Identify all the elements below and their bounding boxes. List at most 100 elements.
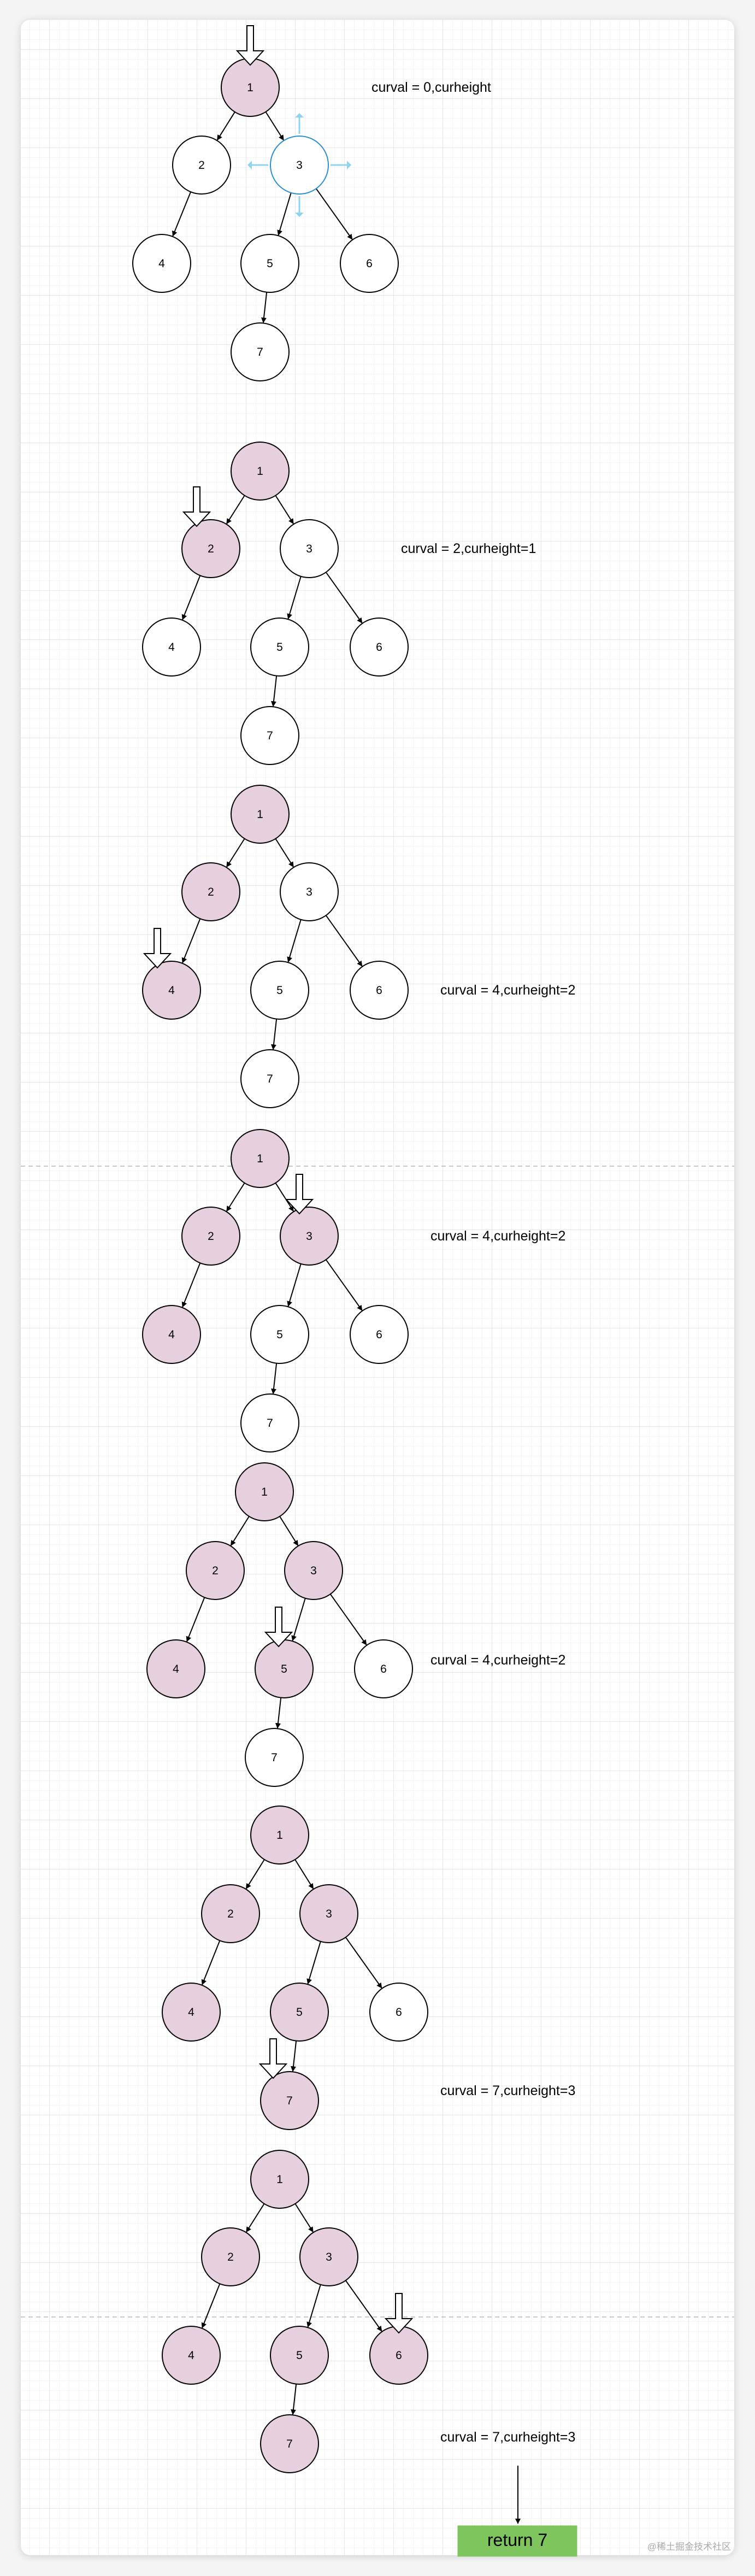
node-label: 3 [306,1230,312,1243]
tree-edge [181,1262,201,1308]
node-circle [172,136,231,195]
node-circle [142,617,201,677]
node-circle [350,617,409,677]
node-label: 3 [306,543,312,555]
tree-node: 7 [240,1393,299,1452]
visited-node-circle [186,1541,245,1600]
tree-edge [287,919,302,963]
node-label: 1 [276,1829,283,1842]
visited-node-circle [299,2227,358,2286]
tree-edge [245,1859,265,1890]
node-label: 4 [188,2006,194,2019]
visited-node-circle [231,1129,290,1188]
node-label: 2 [227,1908,234,1920]
tree-node: 4 [142,961,201,1020]
tree-edge [275,838,294,868]
tree-node: 2 [181,1207,240,1266]
node-circle [280,519,339,578]
tree-node: 2 [181,862,240,921]
node-label: 6 [376,984,382,997]
tree-node: 5 [250,617,309,677]
node-label: 3 [326,1908,332,1920]
tree-edge [181,575,201,620]
visited-node-circle [270,2326,329,2385]
pointer-arrow-icon [143,928,172,969]
node-label: 6 [366,257,373,270]
node-label: 3 [306,886,312,898]
node-label: 4 [173,1663,179,1675]
node-label: 5 [296,2349,303,2362]
tree-node: 7 [260,2071,319,2130]
tree-edge [270,1019,278,1050]
tree-edge [275,495,294,525]
result-box: return 7 [457,2525,577,2557]
visited-node-circle [162,1983,221,2042]
node-label: 2 [212,1565,219,1577]
node-label: 5 [276,641,283,654]
tree-edge [279,1516,299,1546]
node-circle [250,617,309,677]
tree-node: 6 [340,234,399,293]
tree-node: 3 [284,1541,343,1600]
visited-node-circle [235,1462,294,1521]
tree-node: 1 [221,58,280,117]
tree-node: 3 [299,1884,358,1943]
node-label: 3 [326,2251,332,2263]
node-label: 3 [296,159,303,172]
node-circle [240,234,299,293]
tree-node: 6 [354,1639,413,1698]
tree-edge [294,1859,314,1890]
tree-node: 5 [255,1639,314,1698]
tree-node: 6 [350,617,409,677]
tree-node: 3 [280,1207,339,1266]
node-label: 1 [257,1152,263,1165]
tree-node: 1 [231,1129,290,1188]
node-label: 4 [168,984,175,997]
node-label: 6 [396,2349,402,2362]
tree-edge [291,1598,306,1642]
tree-edge [270,1363,278,1395]
tree-node: 7 [240,706,299,765]
node-label: 7 [267,730,273,742]
tree-edge [261,292,268,324]
node-label: 4 [168,641,175,654]
tree-edge [186,1597,205,1642]
tree-edge [181,918,201,963]
tree-node: 3 [270,136,329,195]
tree-edge [216,111,235,141]
visited-node-circle [142,961,201,1020]
tree-node: 6 [369,2326,428,2385]
pointer-arrow-icon [258,2038,288,2079]
node-label: 7 [257,346,263,358]
node-circle [369,1983,428,2042]
tree-edge [265,111,284,141]
node-label: 6 [376,1328,382,1341]
node-label: 1 [276,2173,283,2186]
node-label: 6 [380,1663,387,1675]
node-label: 1 [261,1486,268,1498]
node-label: 5 [276,1328,283,1341]
node-circle [240,706,299,765]
tree-edge [275,1183,294,1212]
tree-node: 2 [181,519,240,578]
node-circle [231,322,290,381]
tree-edge [287,1263,302,1307]
visited-node-circle [201,1884,260,1943]
tree-node: 1 [235,1462,294,1521]
node-circle [270,136,329,195]
tree-node: 2 [186,1541,245,1600]
tree-edge [325,915,363,967]
visited-node-circle [181,519,240,578]
node-label: 4 [188,2349,194,2362]
tree-node: 7 [245,1728,304,1787]
tree-node: 6 [350,961,409,1020]
tree-edge [246,2203,265,2233]
visited-node-circle [181,862,240,921]
tree-edge [315,188,353,240]
tree-edge [201,2283,221,2328]
tree-node: 7 [260,2414,319,2473]
visited-node-circle [270,1983,329,2042]
